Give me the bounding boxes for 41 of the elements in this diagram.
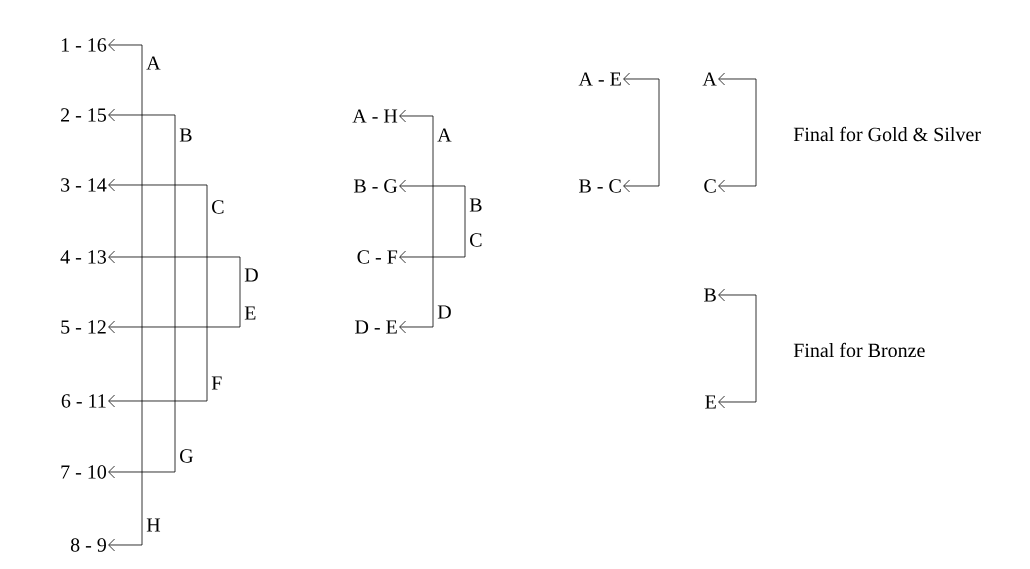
bracket-label: Final for Bronze — [793, 342, 925, 358]
entry-text: 7 - 10 — [61, 465, 107, 479]
entry-text: A — [702, 72, 717, 86]
bracket-label: Final for Gold & Silver — [793, 126, 981, 142]
bracket-label: G — [180, 449, 194, 463]
bracket-arrow — [399, 179, 466, 264]
entry-text: 4 - 13 — [60, 250, 107, 264]
bracket-label: H — [146, 518, 161, 532]
entry-text: A - H — [352, 109, 398, 123]
entry-text: D - E — [355, 320, 397, 334]
bracket-label: D — [437, 305, 451, 319]
bracket-arrow — [623, 72, 660, 193]
entry-text: 5 - 12 — [61, 320, 106, 334]
bracket-label: A — [146, 56, 161, 70]
bracket-label: F — [211, 376, 222, 390]
bracket-arrow — [108, 38, 143, 552]
entry-text: B — [704, 288, 716, 302]
bracket-label: B — [469, 198, 482, 212]
bracket-arrow — [108, 178, 208, 408]
bracket-label: C — [212, 200, 224, 214]
bracket-arrow — [399, 109, 434, 334]
entry-text: 6 - 11 — [61, 394, 106, 408]
bracket-label: B — [179, 128, 192, 142]
entry-text: 1 - 16 — [61, 38, 107, 52]
entry-text: 3 - 14 — [61, 178, 107, 192]
entry-text: A - E — [578, 72, 621, 86]
entry-text: 8 - 9 — [70, 538, 106, 552]
bracket-label: E — [244, 306, 256, 320]
bracket-arrow — [718, 72, 757, 193]
entry-text: E — [705, 395, 716, 409]
entry-text: C - F — [357, 250, 398, 264]
entry-text: B - G — [353, 179, 398, 193]
bracket-arrow — [108, 250, 241, 334]
bracket-arrow — [108, 108, 176, 479]
entry-text: B - C — [579, 179, 621, 193]
bracket-arrow — [718, 288, 757, 409]
bracket-label: D — [244, 268, 258, 282]
bracket-label: C — [470, 233, 482, 247]
entry-text: 2 - 15 — [61, 108, 107, 122]
bracket-label: A — [437, 128, 452, 142]
entry-text: C — [704, 179, 716, 193]
